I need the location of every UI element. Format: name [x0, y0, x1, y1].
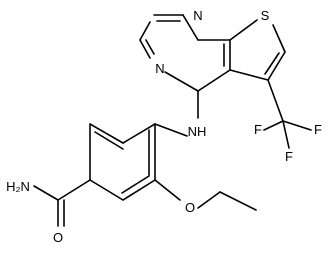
- bond: [282, 120, 312, 131]
- bond: [139, 39, 151, 59]
- bond: [229, 69, 269, 81]
- bond: [121, 175, 150, 194]
- atom-label-f-right: F: [314, 122, 322, 137]
- bond: [272, 24, 286, 53]
- bond: [164, 71, 199, 92]
- bond: [267, 79, 284, 122]
- atom-label-nh: NH: [188, 124, 207, 139]
- bond: [182, 14, 199, 41]
- bond: [267, 51, 286, 81]
- atom-label-s: S: [261, 8, 270, 23]
- bond: [122, 179, 156, 201]
- atom-label-n-top: N: [193, 8, 202, 23]
- bond: [219, 191, 257, 211]
- bond: [94, 131, 124, 150]
- atom-label-f-bottom: F: [285, 149, 293, 164]
- bond: [154, 123, 188, 137]
- bond: [229, 19, 258, 41]
- atom-label-n-left: N: [155, 61, 164, 76]
- bond: [139, 21, 151, 41]
- bond: [89, 123, 124, 144]
- atom-labels: N N S NH F F F H₂N O O: [6, 8, 322, 245]
- bond: [145, 39, 155, 55]
- bond: [33, 185, 59, 201]
- atom-label-f-left: F: [254, 122, 262, 137]
- bonds: [33, 14, 312, 227]
- atom-label-o-carbonyl: O: [53, 230, 63, 245]
- bond: [263, 120, 284, 131]
- bond: [89, 179, 124, 201]
- bond: [282, 120, 290, 149]
- bond: [264, 52, 280, 75]
- bond: [197, 69, 231, 92]
- bond: [122, 123, 156, 144]
- bond: [57, 179, 91, 201]
- bond: [197, 191, 221, 209]
- atom-label-o-ether: O: [185, 200, 195, 215]
- atom-label-h2n: H₂N: [6, 179, 30, 194]
- bond: [154, 179, 181, 201]
